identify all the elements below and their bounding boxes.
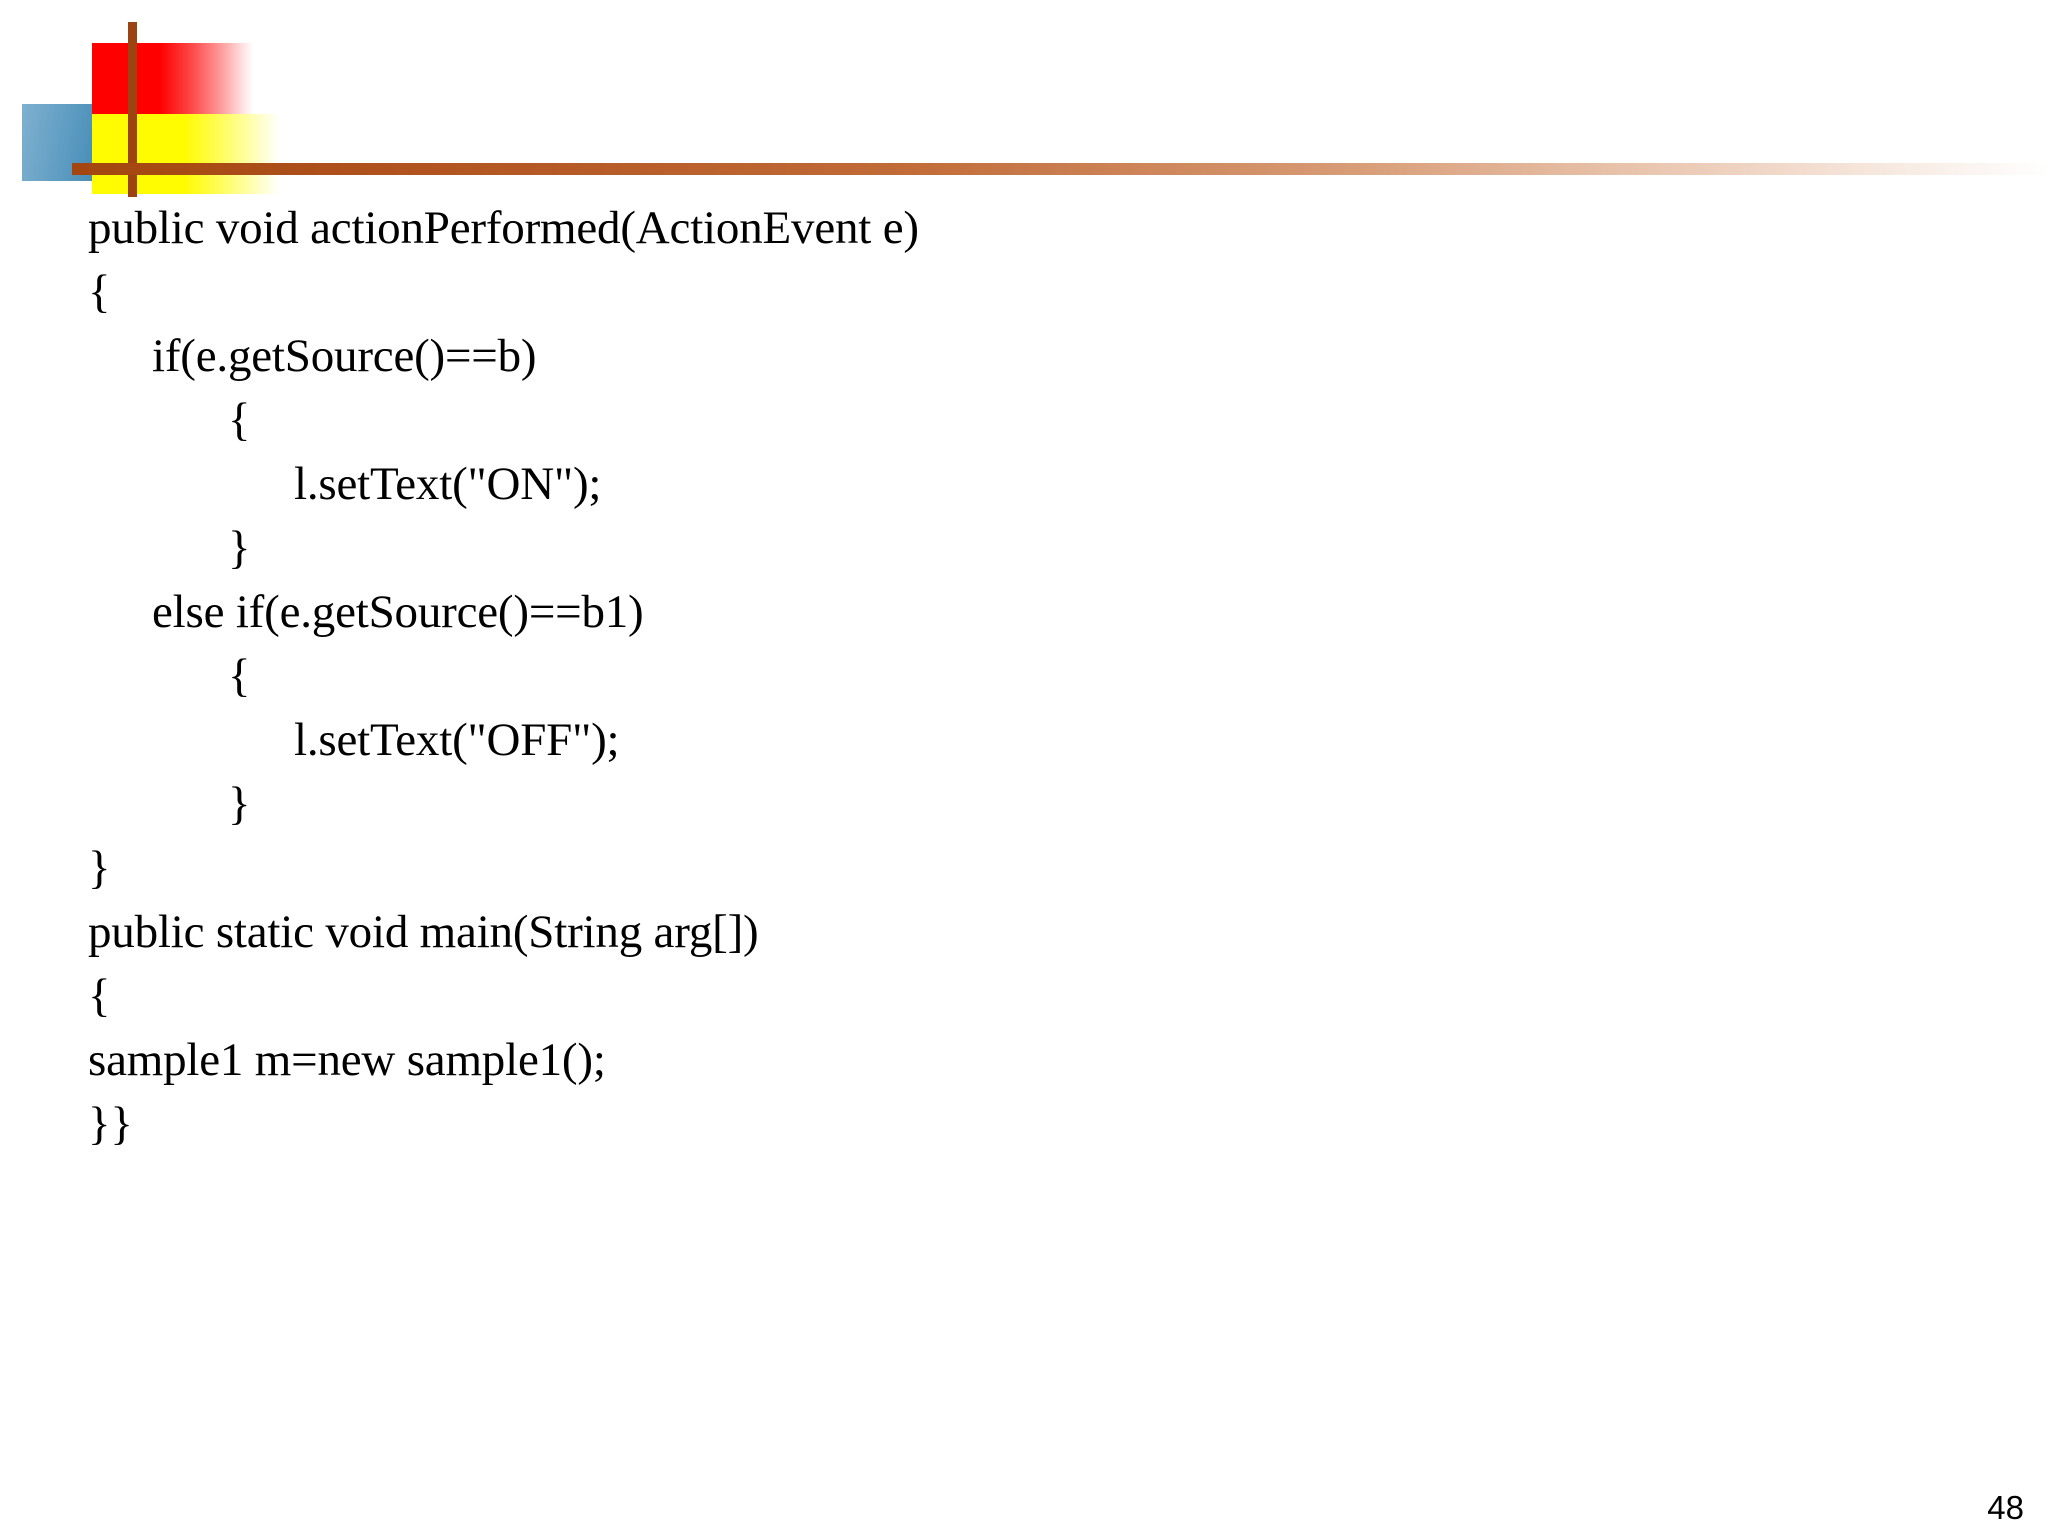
brown-horizontal-rule-icon bbox=[72, 163, 2048, 175]
code-line: l.setText("OFF"); bbox=[294, 714, 620, 766]
code-line: sample1 m=new sample1(); bbox=[88, 1034, 606, 1086]
code-line: if(e.getSource()==b) bbox=[152, 330, 537, 382]
code-line: } bbox=[228, 522, 251, 574]
code-line: else if(e.getSource()==b1) bbox=[152, 586, 644, 638]
page-number: 48 bbox=[1987, 1489, 2024, 1526]
code-line: }} bbox=[88, 1098, 133, 1150]
code-line: public static void main(String arg[]) bbox=[88, 906, 759, 958]
code-line: { bbox=[88, 266, 111, 318]
blue-gradient-square-icon bbox=[22, 104, 154, 181]
brown-vertical-line-icon bbox=[128, 22, 137, 197]
code-line: l.setText("ON"); bbox=[294, 458, 602, 510]
code-line: public void actionPerformed(ActionEvent … bbox=[88, 202, 919, 254]
code-line: { bbox=[88, 970, 111, 1022]
code-line: { bbox=[228, 650, 251, 702]
yellow-gradient-square-icon bbox=[92, 114, 282, 194]
code-listing: public void actionPerformed(ActionEvent … bbox=[0, 196, 2048, 1156]
code-line: } bbox=[228, 778, 251, 830]
code-line: } bbox=[88, 842, 111, 894]
code-line: { bbox=[228, 394, 251, 446]
red-gradient-square-icon bbox=[92, 43, 254, 127]
